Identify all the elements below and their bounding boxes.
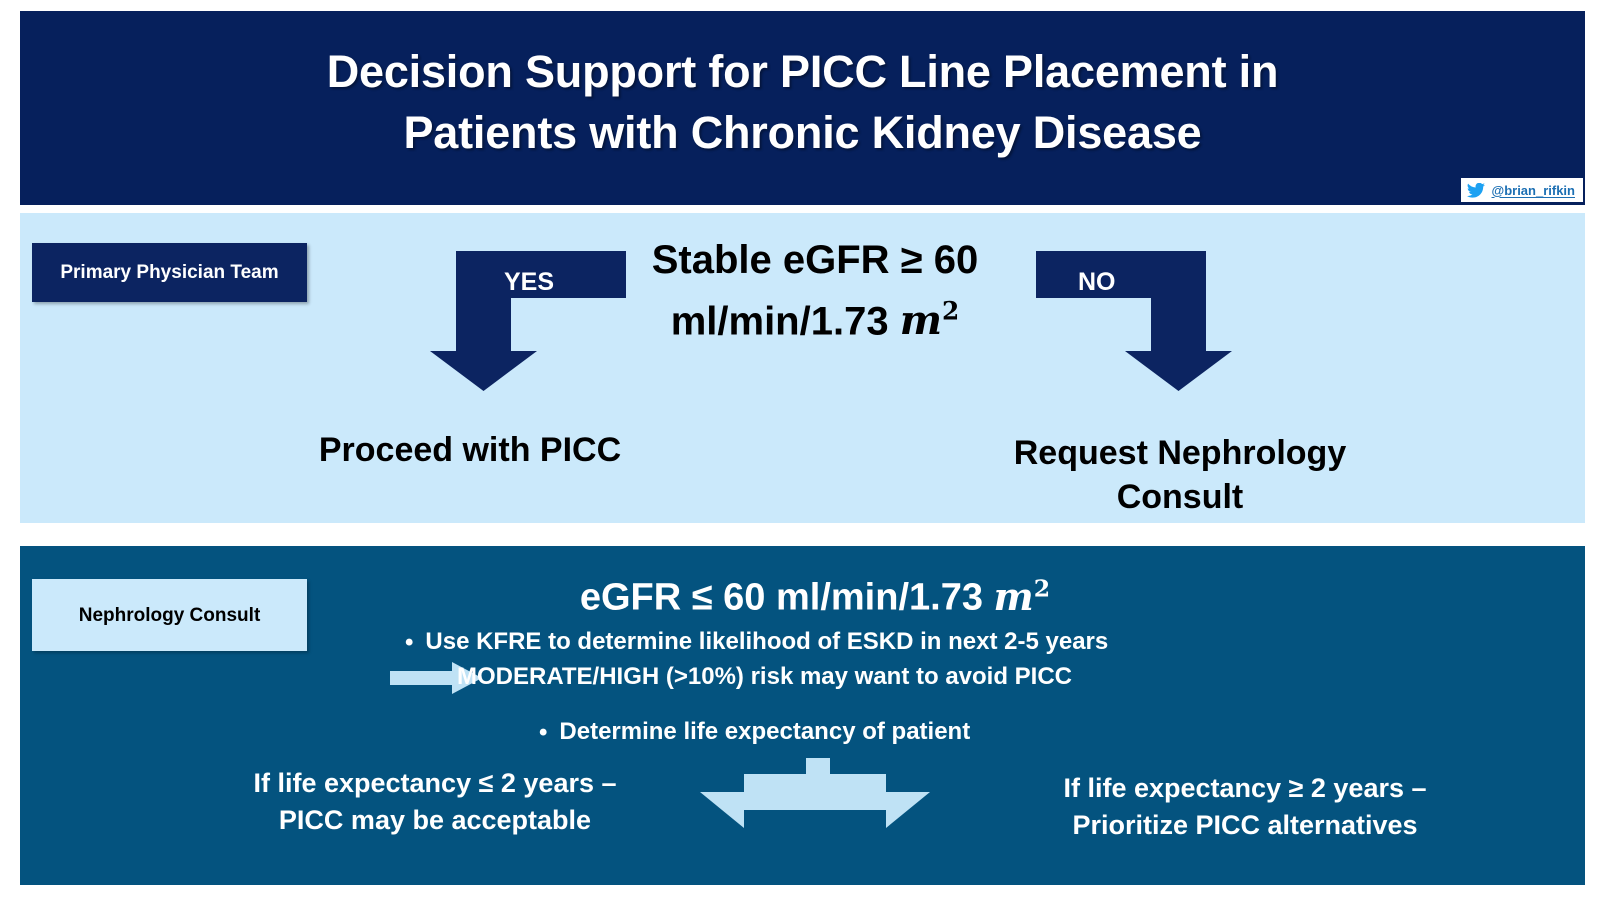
twitter-credit-badge[interactable]: @brian_rifkin bbox=[1460, 178, 1583, 202]
branch-label-yes: YES bbox=[504, 268, 555, 296]
page-title: Decision Support for PICC Line Placement… bbox=[20, 41, 1585, 163]
egfr-unit-m-squared-bottom: m2 bbox=[993, 573, 1051, 619]
egfr-unit-m-squared: m2 bbox=[899, 297, 960, 345]
bidirectional-arrow-icon bbox=[700, 758, 930, 828]
twitter-handle-label: @brian_rifkin bbox=[1491, 182, 1575, 198]
egfr-criterion-line1: Stable eGFR ≥ 60 bbox=[651, 238, 979, 282]
bullet-life-expectancy-label: Determine life expectancy of patient bbox=[559, 718, 971, 745]
role-badge-primary-physician: Primary Physician Team bbox=[32, 243, 307, 302]
title-line-2: Patients with Chronic Kidney Disease bbox=[403, 107, 1202, 158]
bullet-glyph-icon-2: • bbox=[539, 718, 548, 746]
branch-label-no: NO bbox=[1078, 268, 1116, 296]
outcome-proceed-with-picc: Proceed with PICC bbox=[318, 431, 622, 469]
title-banner: Decision Support for PICC Line Placement… bbox=[20, 11, 1585, 205]
bullet-use-kfre-label: Use KFRE to determine likelihood of ESKD… bbox=[425, 628, 1109, 655]
primary-physician-panel: Primary Physician Team Stable eGFR ≥ 60 … bbox=[20, 213, 1585, 523]
title-line-1: Decision Support for PICC Line Placement… bbox=[326, 46, 1279, 97]
twitter-bird-icon bbox=[1466, 182, 1485, 198]
outcome-request-nephrology-consult: Request Nephrology Consult bbox=[1013, 434, 1347, 516]
footnote-right-line2: Prioritize PICC alternatives bbox=[1072, 810, 1418, 840]
no-elbow-arrow-icon bbox=[1036, 251, 1232, 391]
egfr-criterion-bottom: eGFR ≤ 60 ml/min/1.73 m2 bbox=[350, 564, 1280, 622]
nephrology-consult-panel: Nephrology Consult eGFR ≤ 60 ml/min/1.73… bbox=[20, 546, 1585, 885]
right-arrow-icon bbox=[390, 662, 482, 694]
sub-bullet-moderate-high-risk: MODERATE/HIGH (>10%) risk may want to av… bbox=[457, 663, 1073, 690]
footnote-left-line1: If life expectancy ≤ 2 years – bbox=[253, 768, 617, 798]
footnote-long-life-expectancy: If life expectancy ≥ 2 years – Prioritiz… bbox=[980, 770, 1510, 844]
egfr-criterion-bottom-text: eGFR ≤ 60 ml/min/1.73 bbox=[579, 576, 994, 619]
bullet-use-kfre: • Use KFRE to determine likelihood of ESK… bbox=[405, 626, 1108, 659]
bullet-determine-life-expectancy: • Determine life expectancy of patient bbox=[539, 716, 970, 749]
bullet-glyph-icon: • bbox=[405, 628, 414, 656]
egfr-criterion-top: Stable eGFR ≥ 60 ml/min/1.73 m2 bbox=[605, 235, 1025, 347]
role-badge-nephrology-consult: Nephrology Consult bbox=[32, 579, 307, 651]
footnote-short-life-expectancy: If life expectancy ≤ 2 years – PICC may … bbox=[170, 765, 700, 839]
egfr-criterion-line2: ml/min/1.73 bbox=[670, 299, 900, 344]
yes-elbow-arrow-icon bbox=[430, 251, 626, 391]
footnote-right-line1: If life expectancy ≥ 2 years – bbox=[1063, 773, 1427, 803]
footnote-left-line2: PICC may be acceptable bbox=[278, 805, 592, 835]
